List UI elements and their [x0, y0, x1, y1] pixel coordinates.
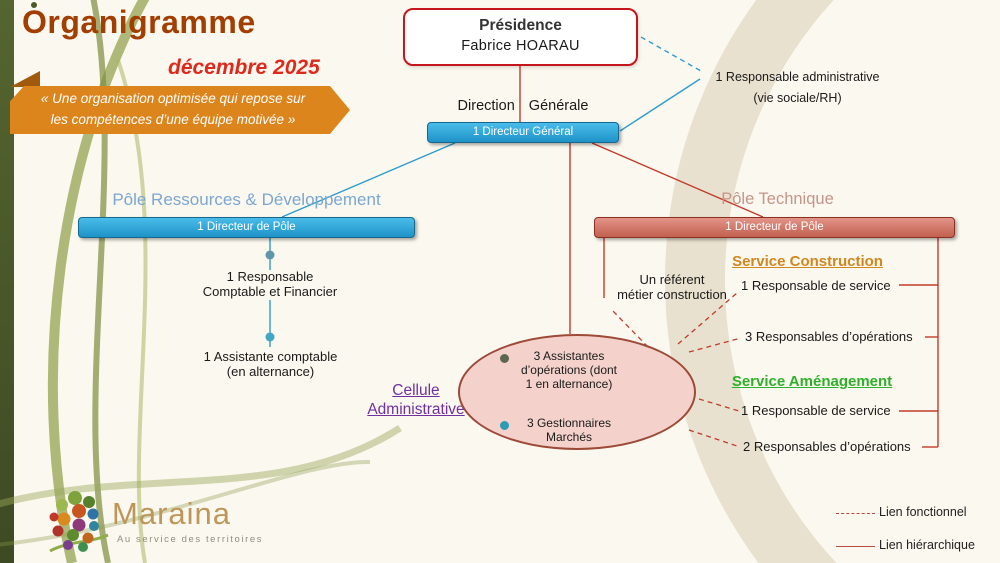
slide-date: décembre 2025 [168, 56, 320, 79]
hierarchical-red-lines [519, 66, 939, 448]
presidence-box: Présidence Fabrice HOARAU [403, 8, 638, 66]
quote-line-2: les compétences d’une équipe motivée » [50, 112, 296, 127]
service-construction-heading: Service Construction [732, 253, 883, 270]
referent-line2: métier construction [617, 287, 727, 303]
pole-ressources-heading: Pôle Ressources & Développement [112, 190, 381, 209]
referent-line1: Un référent [639, 272, 705, 287]
responsable-administrative-line2: (vie sociale/RH) [753, 90, 842, 105]
beige-swoosh [665, 0, 837, 563]
bullet-dot-icon [500, 421, 509, 430]
assistante-comptable-line2: (en alternance) [226, 364, 315, 380]
functional-dashed-lines [610, 292, 742, 448]
responsable-comptable-note: 1 Responsable Comptable et Financier [186, 269, 354, 300]
referent-construction-note: Un référent métier construction [602, 272, 742, 303]
directeur-general-box: 1 Directeur Général [427, 122, 619, 143]
bullet-dot-icon [500, 354, 509, 363]
direction-generale-label: Direction Générale [457, 98, 589, 114]
responsable-comptable-line1: 1 Responsable [226, 269, 314, 284]
connector-dot-2 [265, 332, 275, 342]
title-accent-dot-icon [31, 2, 37, 8]
cellule-administrative-label: Cellule Administrative [356, 381, 476, 420]
cellule-bullet-1: 3 Assistantes d’opérations (dont 1 en al… [500, 349, 620, 391]
presidence-name: Fabrice HOARAU [461, 38, 580, 54]
assistante-comptable-line1: 1 Assistante comptable [203, 349, 338, 364]
service-construction-item-2: 3 Responsables d’opérations [745, 329, 913, 344]
service-construction-item-1: 1 Responsable de service [741, 278, 891, 293]
grass-curves [0, 0, 402, 563]
quote-banner: « Une organisation optimisée qui repose … [10, 86, 350, 134]
pole-ressources-directeur-box: 1 Directeur de Pôle [78, 217, 415, 238]
responsable-comptable-line2: Comptable et Financier [202, 284, 338, 300]
maraina-logo-tagline: Au service des territoires [117, 534, 264, 545]
legend-functional-label: Lien fonctionnel [879, 505, 967, 519]
responsable-administrative-line1: 1 Responsable administrative [715, 70, 880, 84]
maraina-logo-pebbles-icon [49, 491, 109, 553]
cellule-bullet-1-text: 3 Assistantes d’opérations (dont 1 en al… [520, 349, 618, 392]
legend-hierarchical-label: Lien hiérarchique [879, 538, 975, 552]
pole-technique-heading: Pôle Technique [721, 190, 834, 208]
maraina-logo-wordmark: Maraina [112, 496, 231, 531]
presidence-title: Présidence [479, 17, 562, 34]
cellule-label-line1: Cellule [392, 382, 440, 399]
cellule-bullet-2: 3 Gestionnaires Marchés [500, 416, 620, 444]
legend-dashed-line-icon [836, 513, 875, 514]
service-amenagement-heading: Service Aménagement [731, 373, 893, 390]
green-edge-strip [0, 0, 14, 563]
responsable-administrative-note: 1 Responsable administrative (vie social… [700, 67, 895, 108]
slide-title: Organigramme [22, 4, 256, 40]
assistante-comptable-note: 1 Assistante comptable (en alternance) [178, 349, 363, 380]
connector-dot-1 [265, 250, 275, 260]
quote-line-1: « Une organisation optimisée qui repose … [40, 91, 306, 107]
service-amenagement-item-2: 2 Responsables d’opérations [743, 439, 911, 454]
service-amenagement-item-1: 1 Responsable de service [741, 403, 891, 418]
cellule-bullet-2-text: 3 Gestionnaires Marchés [526, 416, 612, 445]
cellule-label-line2: Administrative [367, 401, 465, 419]
pole-technique-directeur-box: 1 Directeur de Pôle [594, 217, 955, 238]
cellule-administrative-ellipse: 3 Assistantes d’opérations (dont 1 en al… [458, 334, 696, 450]
legend-solid-line-icon [836, 546, 875, 547]
